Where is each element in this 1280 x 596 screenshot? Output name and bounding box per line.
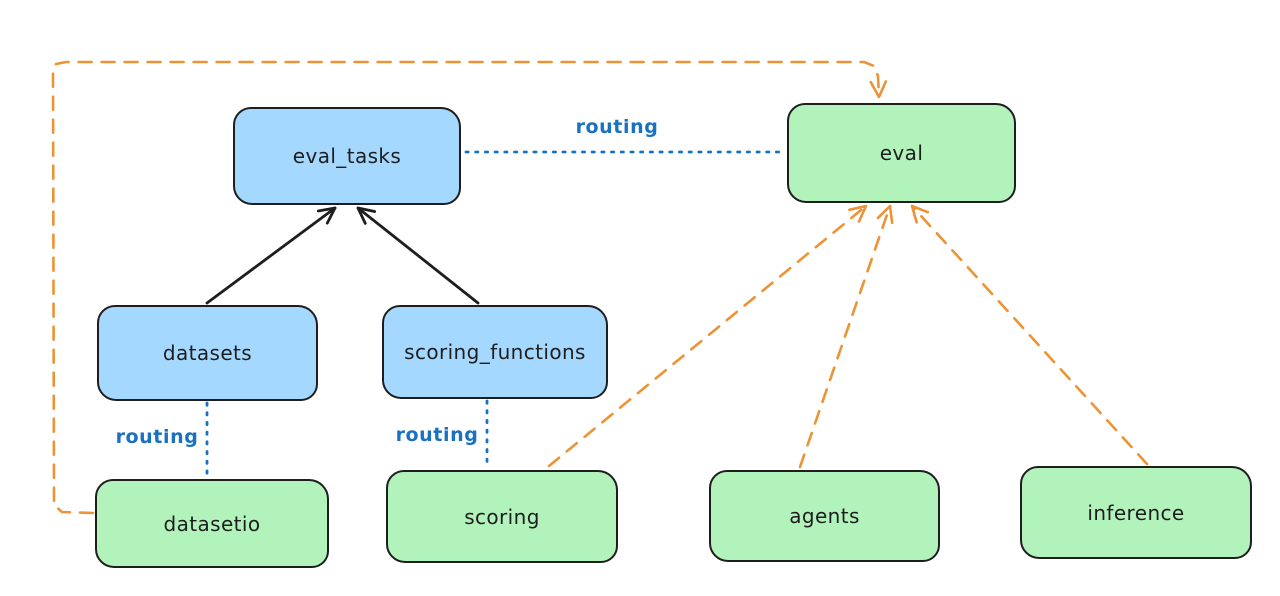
node-eval_tasks: eval_tasks: [233, 107, 461, 205]
node-label: scoring: [464, 504, 540, 529]
node-datasetio: datasetio: [95, 479, 329, 568]
node-label: eval_tasks: [292, 144, 402, 168]
edge-label-routing-mid: routing: [395, 424, 479, 446]
edge-datasetio-to-eval: [51, 60, 888, 515]
node-agents: agents: [709, 470, 940, 562]
node-label: datasets: [162, 341, 253, 365]
node-eval: eval: [787, 103, 1016, 203]
edge-datasets-to-eval_tasks-arrowhead: [316, 206, 337, 225]
edge-datasets-to-eval_tasks: [205, 206, 337, 305]
node-scoring_functions: scoring_functions: [382, 305, 608, 399]
edge-label-routing-left: routing: [115, 426, 199, 448]
edge-scoring-to-eval: [547, 204, 868, 468]
node-label: eval: [879, 141, 924, 165]
edge-scoring-to-eval-arrowhead: [848, 204, 868, 223]
edge-agents-to-eval: [798, 204, 894, 469]
edge-inference-to-eval-arrowhead: [910, 204, 930, 224]
node-label: inference: [1087, 500, 1185, 525]
edge-agents-to-eval-arrowhead: [876, 204, 894, 225]
node-datasets: datasets: [97, 305, 318, 401]
node-inference: inference: [1020, 466, 1252, 559]
edge-datasetio-to-eval-arrowhead: [869, 80, 888, 99]
node-label: scoring_functions: [404, 340, 586, 364]
edge-inference-to-eval: [910, 204, 1149, 466]
node-label: agents: [789, 504, 860, 528]
edge-scoring_functions-to-eval_tasks: [356, 206, 480, 305]
edge-label-routing-top: routing: [575, 116, 659, 138]
edge-scoring_functions-to-eval_tasks-arrowhead: [356, 206, 377, 225]
node-label: datasetio: [163, 511, 261, 536]
node-scoring: scoring: [386, 470, 618, 563]
